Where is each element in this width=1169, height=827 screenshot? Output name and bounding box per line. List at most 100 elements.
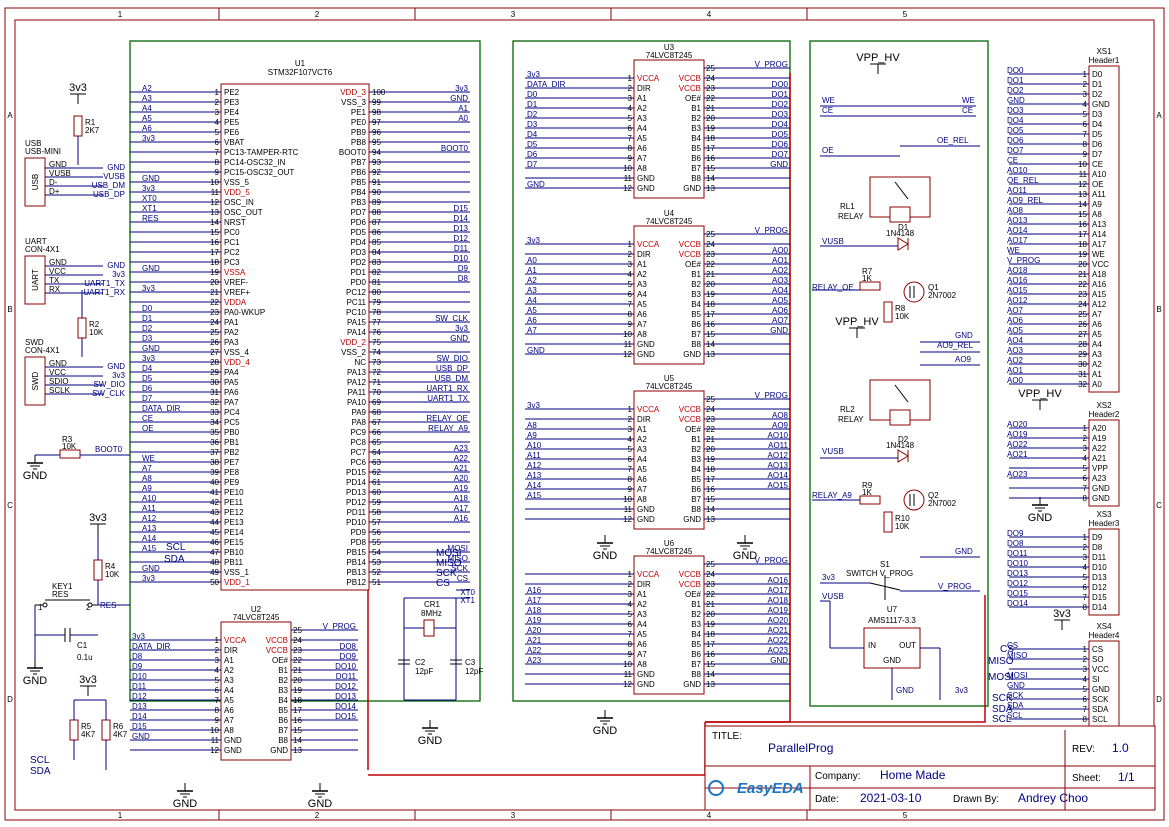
- u1-pin-name: NC: [354, 358, 366, 367]
- uart-pin: VCC: [49, 267, 66, 276]
- buffer-pin-name: B7: [278, 726, 288, 735]
- buffer-pin-num: 23: [706, 415, 715, 424]
- buffer-body: [633, 390, 705, 530]
- u1-net-right: SW_DIO: [436, 354, 468, 363]
- swd-net: SW_CLK: [92, 389, 126, 398]
- xs3-pin-name: D13: [1092, 573, 1107, 582]
- u1-pin-name: PE5: [224, 118, 240, 127]
- u1-pin-name: PC0: [224, 228, 240, 237]
- we-label: WE: [822, 96, 835, 105]
- xs1-pin-num: 20: [1078, 260, 1087, 269]
- buffer-pin-num: 6: [628, 124, 633, 133]
- u1-pin-name: PE1: [351, 108, 367, 117]
- u1-pin-name: PA2: [224, 328, 239, 337]
- power-label: VPP_HV: [835, 316, 879, 328]
- wire: [894, 384, 909, 403]
- xs1-pin-name: D7: [1092, 150, 1103, 159]
- vusb-label-2: VUSB: [822, 447, 844, 456]
- u1-pin-num: 27: [210, 348, 219, 357]
- drawn-label: Drawn By:: [953, 794, 999, 805]
- u1-pin-name: PE6: [224, 128, 240, 137]
- buffer-pin-name: VCCA: [224, 636, 247, 645]
- u1-pin-name: PD10: [346, 518, 367, 527]
- cs-tag: CS: [1000, 644, 1014, 655]
- buffer-net-a: A3: [527, 286, 537, 295]
- u1-pin-num: 91: [372, 178, 381, 187]
- u1-pin-name: VDDA: [224, 298, 247, 307]
- xs1-pin-name: A9: [1092, 200, 1102, 209]
- buffer-pin-name: B4: [278, 696, 288, 705]
- buffer-pin-name: B1: [278, 666, 288, 675]
- buffer-pin-num: 22: [706, 425, 715, 434]
- u1-pin-num: 25: [210, 328, 219, 337]
- cr1-ref: CR1: [424, 600, 441, 609]
- u1-pin-num: 10: [210, 178, 219, 187]
- u1-pin-name: PE7: [224, 458, 240, 467]
- xs1-pin-num: 30: [1078, 360, 1087, 369]
- u1-pin-name: VDD_3: [340, 88, 366, 97]
- buffer-pin-num: 2: [628, 84, 633, 93]
- u1-pin-name: PB7: [351, 158, 367, 167]
- buffer-part: 74LVC8T245: [646, 547, 693, 556]
- buffer-pin-num: 7: [628, 465, 633, 474]
- buffer-pin-num: 18: [706, 465, 715, 474]
- buffer-pin-num: 24: [706, 570, 715, 579]
- buffer-pin-num: 22: [706, 590, 715, 599]
- u1-pin-name: PE12: [224, 508, 244, 517]
- xs1-pin-name: A7: [1092, 310, 1102, 319]
- power-label: 3v3: [69, 82, 87, 94]
- buffer-net-a: D13: [132, 702, 147, 711]
- u1-pin-name: OSC_OUT: [224, 208, 263, 217]
- buffer-part: 74LVC8T245: [646, 51, 693, 60]
- u1-pin-name: PC15-OSC32_OUT: [224, 168, 294, 177]
- buffer-net-b: V_PROG: [323, 622, 356, 631]
- buffer-pin-num: 9: [628, 485, 633, 494]
- buffer-net-b: AO20: [768, 616, 789, 625]
- boot0-label: BOOT0: [95, 445, 123, 454]
- u1-pin-name: PD9: [350, 528, 366, 537]
- value: 10K: [895, 312, 910, 321]
- u1-net-right: A16: [454, 514, 469, 523]
- u1-pin-name: PB9: [351, 128, 367, 137]
- buffer-pin-num: 15: [293, 726, 302, 735]
- buffer-pin-name: B3: [691, 124, 701, 133]
- u1-pin-name: PC12: [346, 288, 367, 297]
- buffer-net-b: V_PROG: [755, 391, 788, 400]
- buffer-net-b: GND: [770, 326, 788, 335]
- buffer-pin-num: 11: [624, 670, 633, 679]
- buffer-pin-name: GND: [637, 184, 655, 193]
- xs4-part: Header4: [1089, 631, 1120, 640]
- s1-3v3: 3v3: [822, 573, 835, 582]
- xs1-pin-num: 10: [1078, 160, 1087, 169]
- xs4-pin-num: 4: [1083, 675, 1088, 684]
- xt1-label: XT1: [460, 596, 475, 605]
- buffer-part: 74LVC8T245: [233, 613, 280, 622]
- buffer-pin-num: 1: [215, 636, 220, 645]
- buffer-pin-num: 21: [706, 104, 715, 113]
- buffer-pin-name: B8: [691, 505, 701, 514]
- buffer-pin-num: 21: [706, 435, 715, 444]
- u1-net-right: BOOT0: [441, 144, 469, 153]
- xs3-net: DO8: [1007, 539, 1024, 548]
- sheet-value: 1/1: [1118, 770, 1135, 784]
- buffer-pin-num: 5: [628, 280, 633, 289]
- gnd-label: GND: [418, 735, 443, 747]
- buffer-pin-num: 15: [706, 330, 715, 339]
- xs2-pin-name: A22: [1092, 444, 1107, 453]
- buffer-pin-num: 7: [215, 696, 220, 705]
- usb-pin: D-: [49, 178, 58, 187]
- buffer-pin-num: 1: [628, 570, 633, 579]
- buffer-pin-name: GND: [683, 184, 701, 193]
- buffer-pin-name: GND: [637, 350, 655, 359]
- xs1-pin-num: 13: [1078, 190, 1087, 199]
- buffer-pin-name: OE#: [685, 260, 702, 269]
- u1-pin-name: PA15: [347, 318, 367, 327]
- power-label: 3v3: [79, 674, 97, 686]
- mosfet-ref: Q1: [928, 283, 939, 292]
- gnd-label: GND: [593, 725, 618, 737]
- buffer-pin-name: GND: [224, 746, 242, 755]
